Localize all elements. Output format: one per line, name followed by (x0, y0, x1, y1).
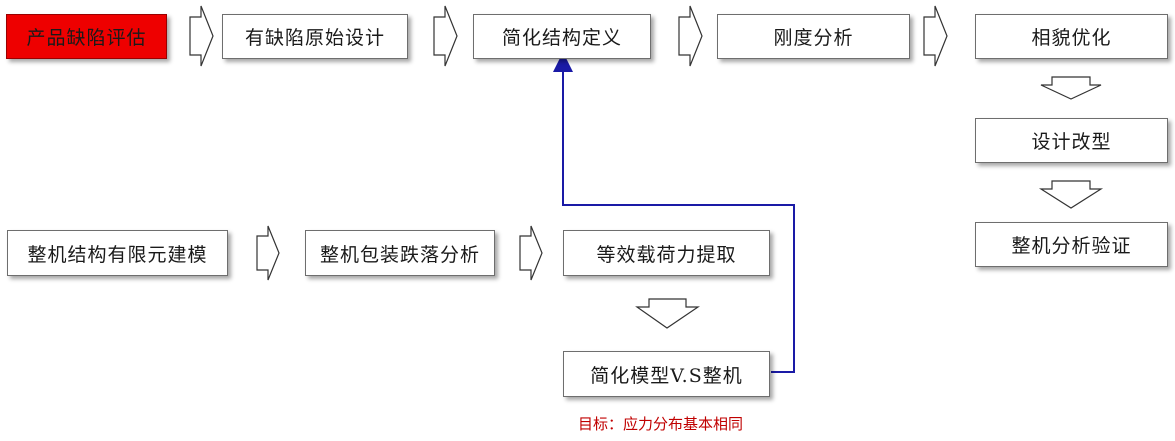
right-arrow-1 (189, 5, 214, 67)
right-arrow-3 (678, 5, 703, 67)
step-shape-optimization: 相貌优化 (975, 14, 1168, 59)
step-simplified-vs-whole-model: 简化模型V.S整机 (563, 351, 770, 397)
right-arrow-4 (923, 5, 948, 67)
feedback-link (553, 52, 795, 373)
step-simplified-structure-definition: 简化结构定义 (473, 14, 651, 59)
step-original-defective-design: 有缺陷原始设计 (222, 14, 408, 59)
step-drop-analysis: 整机包装跌落分析 (305, 230, 495, 276)
down-arrow-3 (635, 298, 700, 329)
step-fe-modeling: 整机结构有限元建模 (7, 230, 228, 276)
right-arrow-6 (519, 225, 543, 281)
step-design-modification: 设计改型 (975, 118, 1168, 163)
step-whole-machine-verification: 整机分析验证 (975, 222, 1168, 267)
step-product-defect-assessment: 产品缺陷评估 (6, 14, 167, 59)
goal-note: 目标：应力分布基本相同 (578, 415, 744, 433)
down-arrow-1 (1040, 76, 1102, 100)
right-arrow-2 (433, 5, 458, 67)
step-stiffness-analysis: 刚度分析 (717, 14, 910, 59)
right-arrow-5 (256, 225, 280, 281)
down-arrow-2 (1038, 180, 1104, 209)
step-equivalent-load-extraction: 等效载荷力提取 (563, 230, 770, 276)
